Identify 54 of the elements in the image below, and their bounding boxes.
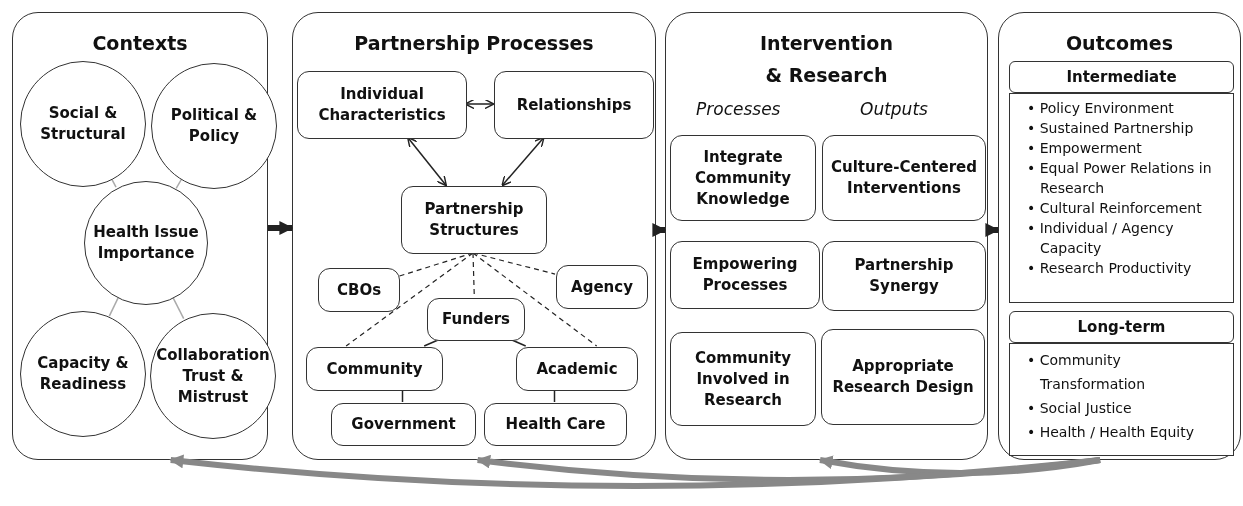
text-box: Community xyxy=(306,347,443,391)
dashed-line xyxy=(472,252,598,347)
list-item: • Health / Health Equity xyxy=(1026,423,1195,442)
context-circle: Collaboration Trust & Mistrust xyxy=(150,313,276,439)
section-header: Long-term xyxy=(1009,311,1234,343)
panel xyxy=(998,12,1241,460)
text-box: Government xyxy=(331,403,476,446)
list-item: • Social Justice xyxy=(1026,399,1133,418)
panel xyxy=(292,12,656,460)
connector-line xyxy=(108,297,119,317)
connector-line xyxy=(172,296,185,320)
text-box: Community Involved in Research xyxy=(670,332,816,426)
text-box: Partnership Synergy xyxy=(822,241,986,311)
block-arrow xyxy=(268,221,294,235)
text-box: Appropriate Research Design xyxy=(821,329,985,425)
column-heading: Processes xyxy=(696,99,781,119)
text-box: Health Care xyxy=(484,403,627,446)
panel-title: Partnership Processes xyxy=(353,31,595,56)
text-box: Funders xyxy=(427,298,525,341)
block-arrow xyxy=(818,455,1101,476)
text-box: Relationships xyxy=(494,71,654,139)
bullet-list-box xyxy=(1009,343,1234,456)
text-box: Integrate Community Knowledge xyxy=(670,135,816,221)
panel-title: Outcomes xyxy=(1064,31,1175,56)
text-box: Academic xyxy=(516,347,638,391)
list-item: • Individual / Agency Capacity xyxy=(1026,219,1175,258)
list-item: • Sustained Partnership xyxy=(1026,119,1195,138)
connector-line xyxy=(175,178,183,190)
text-box: Individual Characteristics xyxy=(297,71,467,139)
context-circle: Capacity & Readiness xyxy=(20,311,146,437)
column-heading: Outputs xyxy=(860,99,928,119)
text-box: CBOs xyxy=(318,268,400,312)
block-arrow xyxy=(985,223,1000,237)
list-item: • Empowerment xyxy=(1026,139,1143,158)
list-item: • Cultural Reinforcement xyxy=(1026,199,1203,218)
list-item: • Community Transformation xyxy=(1026,351,1147,394)
context-circle: Political & Policy xyxy=(151,63,277,189)
context-circle: Social & Structural xyxy=(20,61,146,187)
panel-title: Contexts xyxy=(91,31,189,56)
block-arrow xyxy=(652,223,667,237)
dashed-line xyxy=(345,252,474,347)
block-arrow xyxy=(169,454,1101,489)
text-box: Empowering Processes xyxy=(670,241,820,309)
list-item: • Policy Environment xyxy=(1026,99,1175,118)
bullet-list-box xyxy=(1009,93,1234,303)
list-item: • Equal Power Relations in Research xyxy=(1026,159,1213,198)
list-item: • Research Productivity xyxy=(1026,259,1193,278)
text-box: Agency xyxy=(556,265,648,309)
section-header: Intermediate xyxy=(1009,61,1234,93)
text-box: Culture-Centered Interventions xyxy=(822,135,986,221)
panel-title: Intervention & Research xyxy=(759,31,894,88)
context-circle: Health Issue Importance xyxy=(84,181,208,305)
text-box: Partnership Structures xyxy=(401,186,547,254)
panel xyxy=(665,12,988,460)
